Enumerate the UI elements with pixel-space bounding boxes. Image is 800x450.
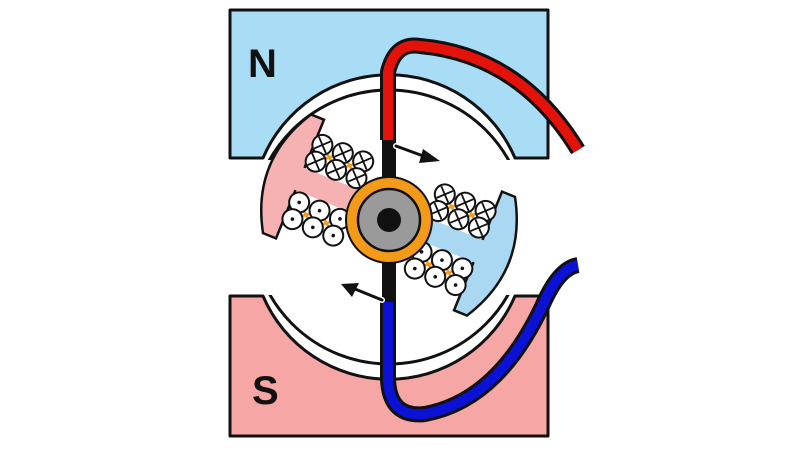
- conductor-cross-icon: [345, 167, 368, 190]
- conductor-dot-icon: [322, 224, 345, 247]
- supply-wires: [380, 37, 585, 423]
- conductor-cross-icon: [304, 150, 327, 173]
- coil-windings: [281, 133, 497, 297]
- shaft-center: [377, 208, 401, 232]
- conductor-cross-icon: [352, 150, 375, 173]
- armature-pole-face-right: [452, 189, 519, 317]
- south-pole-label: S: [252, 369, 279, 413]
- conductor-dot-icon: [281, 208, 304, 231]
- conductor-cross-icon: [325, 158, 348, 181]
- conductor-cross-icon: [467, 216, 490, 239]
- conductor-cross-icon: [447, 208, 470, 231]
- rotor-armature: [259, 113, 519, 317]
- conductor-dot-icon: [444, 274, 467, 297]
- current-arrows: [341, 143, 440, 303]
- commutator-assembly: [345, 140, 433, 302]
- negative-wire: [383, 260, 580, 420]
- conductor-dot-icon: [424, 265, 447, 288]
- armature-core-right: [419, 218, 485, 263]
- positive-wire: [383, 40, 583, 153]
- conductor-dot-icon: [301, 216, 324, 239]
- armature-pole-face-left: [259, 113, 326, 241]
- conductor-dot-icon: [451, 257, 474, 280]
- arrow-icon: [393, 143, 440, 163]
- conductor-dot-icon: [403, 257, 426, 280]
- conductor-dot-icon: [430, 249, 453, 272]
- arrow-icon: [341, 283, 385, 303]
- north-pole-label: N: [248, 42, 277, 86]
- armature-core-left: [293, 167, 359, 212]
